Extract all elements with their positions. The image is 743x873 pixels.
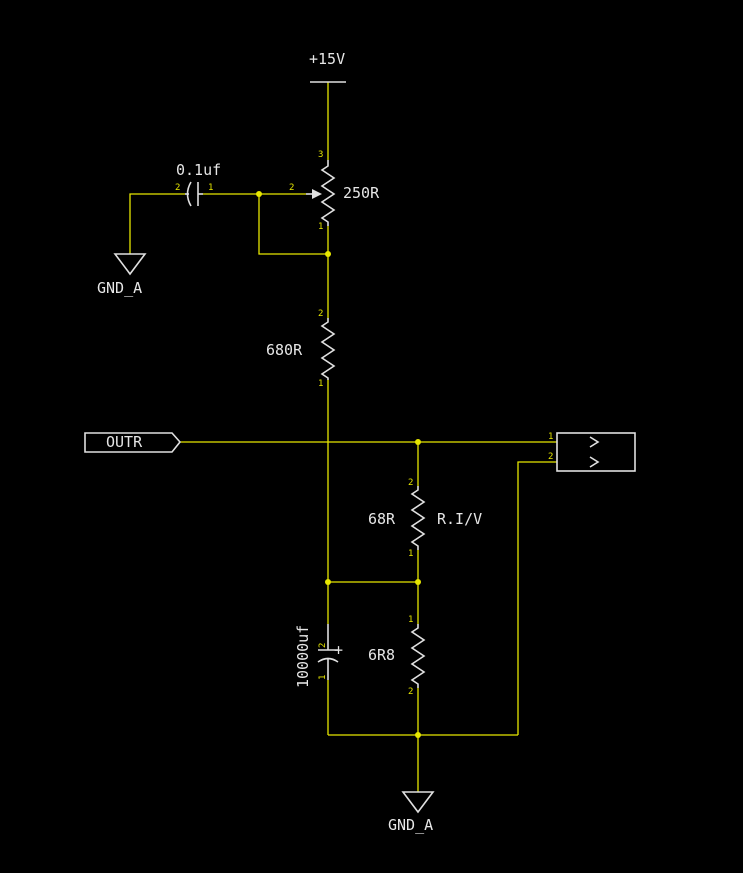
connector-body (556, 432, 636, 472)
resistor-680r: 680R 2 1 (266, 309, 336, 389)
outr-port-label: OUTR (106, 433, 143, 451)
outr-port: OUTR (84, 432, 182, 453)
junction-dot (415, 732, 421, 738)
vcc-label: +15V (309, 50, 345, 68)
ground-label-bottom: GND_A (388, 816, 433, 834)
resistor-68r: 68R R.I/V 2 1 (368, 478, 482, 559)
connector-pin2-icon (589, 456, 600, 468)
ground-symbol-top: GND_A (97, 253, 147, 297)
capacitor-0-1uf: 0.1uf 2 1 (175, 161, 221, 207)
connector-2pin: 1 2 (548, 432, 636, 472)
ecap-pin-top: 2 (318, 643, 328, 648)
wire-gnd-to-cap (129, 193, 185, 254)
pot-pin-wiper: 2 (289, 183, 294, 193)
resistor-6r8-zigzag (410, 624, 426, 688)
resistor-6r8-value: 6R8 (368, 646, 395, 664)
ground-symbol-bottom: GND_A (388, 791, 435, 834)
resistor-68r-pin-bottom: 1 (408, 549, 413, 559)
cap-value: 0.1uf (176, 161, 221, 179)
ground-triangle-icon (401, 791, 435, 814)
cap-pin-a: 2 (175, 183, 180, 193)
pot-zigzag (320, 160, 336, 226)
cap-pin-b: 1 (208, 183, 213, 193)
resistor-68r-pin-top: 2 (408, 478, 413, 488)
junction-dot (325, 251, 331, 257)
connector-pin1-number: 1 (548, 432, 553, 442)
ground-triangle-icon (113, 253, 147, 276)
capacitor-10000uf: + 10000uf 2 1 (294, 624, 343, 688)
junction-dot (256, 191, 262, 197)
pot-pin-top: 3 (318, 150, 323, 160)
ecap-value: 10000uf (294, 625, 312, 688)
ecap-pin-bottom: 1 (318, 675, 328, 680)
vcc-symbol: +15V (309, 50, 346, 83)
junction-dot (325, 579, 331, 585)
junctions (256, 191, 421, 738)
resistor-680r-pin-bottom: 1 (318, 379, 323, 389)
wire-conn-pin2 (517, 461, 557, 735)
pot-pin-bottom: 1 (318, 222, 323, 232)
resistor-68r-value: 68R (368, 510, 396, 528)
outr-port-shape (84, 432, 182, 453)
resistor-6r8-pin-top: 1 (408, 615, 413, 625)
wire-wiper-short (258, 194, 328, 255)
connector-pin2-number: 2 (548, 452, 553, 462)
resistor-680r-pin-top: 2 (318, 309, 323, 319)
wires (129, 82, 557, 792)
resistor-68r-zigzag (410, 486, 426, 550)
ecap-polarity: + (334, 641, 343, 659)
resistor-68r-note: R.I/V (437, 510, 482, 528)
junction-dot (415, 579, 421, 585)
resistor-680r-value: 680R (266, 341, 303, 359)
resistor-680r-zigzag (320, 318, 336, 380)
resistor-6r8: 6R8 1 2 (368, 615, 426, 697)
ground-label-top: GND_A (97, 279, 142, 297)
junction-dot (415, 439, 421, 445)
pot-value: 250R (343, 184, 380, 202)
resistor-6r8-pin-bottom: 2 (408, 687, 413, 697)
potentiometer-250r: 250R 3 2 1 (289, 150, 380, 232)
ecap-curved-plate (317, 657, 339, 663)
pot-wiper-arrow-icon (312, 189, 322, 199)
connector-pin1-icon (589, 436, 600, 448)
